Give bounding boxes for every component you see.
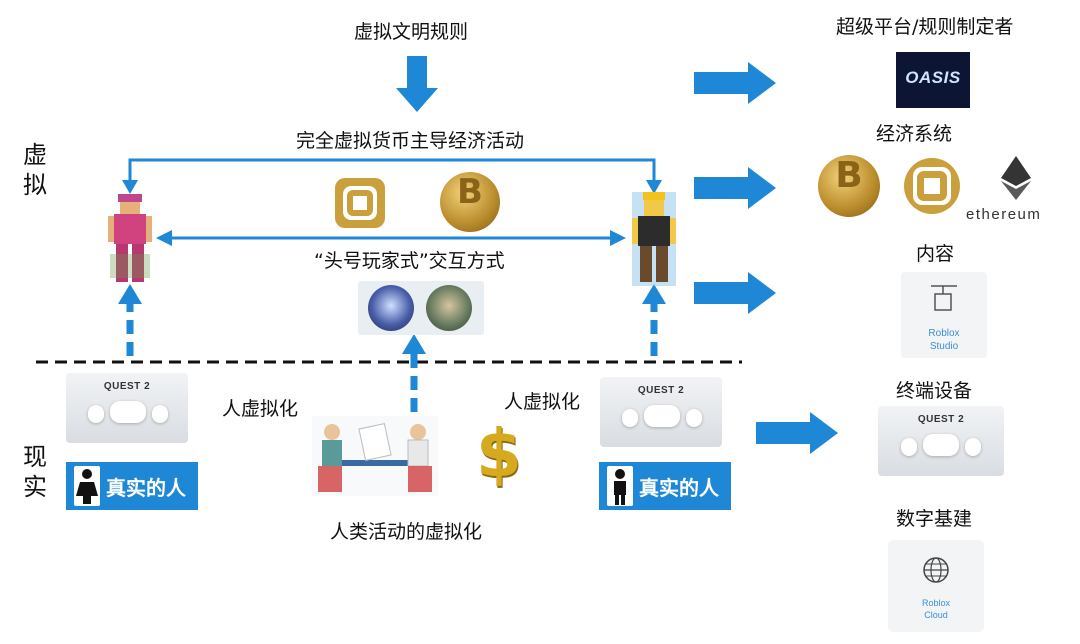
controller-right-icon: [152, 405, 168, 423]
female-person-icon: [74, 466, 100, 506]
down-arrow: [396, 56, 438, 112]
cloud-label-line1: Roblox: [921, 598, 950, 608]
content-title: 内容: [916, 243, 955, 265]
quest-label-left: QUEST 2: [103, 381, 151, 392]
quest-device-terminal: QUEST 2: [878, 406, 1004, 476]
roblox-studio-card: Roblox Studio: [901, 272, 987, 358]
quest-device-right: QUEST 2: [600, 377, 722, 447]
game-thumb-right-icon: [426, 285, 472, 331]
avatar-left-figure: [108, 194, 152, 282]
male-person-icon: [607, 466, 633, 506]
right-arrow-platform: [694, 62, 776, 104]
meeting-people-icon: [312, 416, 438, 496]
bitcoin-coin-icon: B: [440, 172, 500, 232]
headset-icon: [644, 405, 680, 427]
side-label-real: 现实: [23, 443, 47, 501]
quest-label-terminal: QUEST 2: [917, 414, 965, 425]
currency-bracket-line: [128, 158, 656, 190]
interaction-arrow-right: [610, 230, 626, 246]
bracket-arrow-left: [122, 180, 138, 194]
quest-device-left: QUEST 2: [66, 373, 188, 443]
interaction-arrow-left: [156, 230, 172, 246]
headset-icon: [923, 434, 959, 456]
currency-label: 完全虚拟货币主导经济活动: [296, 130, 525, 152]
avatar-right: [632, 192, 676, 286]
robux-logo-icon: [904, 158, 960, 214]
economy-title: 经济系统: [876, 123, 953, 145]
dollar-icon: $: [476, 415, 522, 492]
studio-label-line1: Roblox: [928, 328, 960, 339]
human-activity-label: 人类活动的虚拟化: [330, 521, 483, 543]
bracket-arrow-right: [646, 180, 662, 194]
up-arrow-head-left: [118, 284, 142, 304]
virtual-rules-label: 虚拟文明规则: [354, 21, 469, 43]
quest-label-right: QUEST 2: [637, 385, 685, 396]
ethereum-diamond-icon: [1001, 156, 1031, 200]
globe-icon: [923, 557, 949, 583]
controller-right-icon: [686, 409, 702, 427]
right-arrow-terminal: [756, 412, 838, 454]
interaction-label: “头号玩家式”交互方式: [314, 250, 505, 272]
up-arrow-head-mid: [402, 334, 426, 354]
avatar-right-figure: [632, 192, 676, 286]
oasis-logo: OASIS: [896, 52, 970, 108]
studio-crane-icon: [931, 285, 957, 311]
right-arrow-content: [694, 272, 776, 314]
human-virtualize-left-label: 人虚拟化: [222, 398, 299, 420]
platform-title: 超级平台/规则制定者: [836, 16, 1014, 38]
real-person-label-right: 真实的人: [639, 475, 719, 500]
controller-left-icon: [622, 409, 638, 427]
robux-coin-icon: [335, 178, 385, 228]
controller-right-icon: [965, 438, 981, 456]
human-virtualize-right-label: 人虚拟化: [504, 391, 581, 413]
real-person-badge-left: 真实的人: [66, 462, 198, 510]
meeting-illustration: [312, 416, 438, 496]
bitcoin-logo-icon: B: [818, 155, 880, 217]
infra-title: 数字基建: [896, 508, 973, 530]
up-arrow-head-right: [642, 284, 666, 304]
game-thumb-left-icon: [368, 285, 414, 331]
roblox-cloud-card: Roblox Cloud: [888, 540, 984, 632]
headset-icon: [110, 401, 146, 423]
real-person-label-left: 真实的人: [106, 475, 186, 500]
right-arrow-economy: [694, 167, 776, 209]
side-label-virtual: 虚拟: [23, 141, 47, 199]
terminal-title: 终端设备: [896, 380, 973, 402]
studio-label-line2: Studio: [929, 341, 959, 352]
oasis-logo-text: OASIS: [905, 68, 961, 87]
cloud-label-line2: Cloud: [924, 610, 948, 620]
avatar-left: [108, 194, 152, 284]
controller-left-icon: [88, 405, 104, 423]
ethereum-text: ethereum: [966, 206, 1042, 223]
game-thumbnails: [358, 281, 484, 335]
controller-left-icon: [901, 438, 917, 456]
real-person-badge-right: 真实的人: [599, 462, 731, 510]
